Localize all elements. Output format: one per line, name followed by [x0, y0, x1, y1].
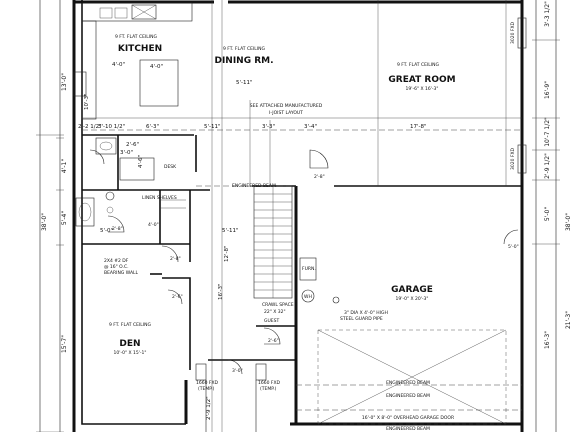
water-heater-label: WH — [304, 294, 312, 300]
joist-note-2: I-JOIST LAYOUT — [269, 110, 303, 116]
staircase — [253, 185, 293, 299]
right-dim-total: 38'-0" — [565, 213, 572, 231]
dim-k10: 5'-11" — [222, 228, 239, 234]
reference-lines — [82, 0, 522, 432]
right-dim-10ft: 10'-7 1/2" — [544, 117, 551, 147]
dim-k2: 3'-10 1/2" — [98, 124, 125, 130]
furnace-label: FURN. — [302, 266, 316, 272]
door-2ft8-b: 2'-8" — [112, 226, 123, 232]
great-room-ceiling-note: 9 FT. FLAT CEILING — [397, 62, 439, 68]
den-size: 10'-0" X 15'-1" — [114, 350, 147, 356]
bearing-note-1: 2X4 #2 DF — [104, 258, 129, 264]
door-3ft: 3'-0" — [232, 368, 243, 374]
den-label: DEN — [119, 339, 140, 349]
right-dimension-lines: 3'-3 1/2" 16'-9" 10'-7 1/2" 2'-9 1/2" 5'… — [532, 0, 572, 432]
dim-k4: 5'-11" — [204, 124, 221, 130]
engineered-beam-3: ENGINEERED BEAM — [386, 393, 430, 399]
guard-pipe-note-2: STEEL GUARD PIPE — [340, 316, 383, 322]
door-5ft: 5'-0" — [508, 244, 519, 250]
bearing-note-2: @ 16" O.C. — [104, 264, 129, 270]
dim-k1: 2'-2 1/2" — [78, 124, 102, 130]
left-dim-13ft: 13'-0" — [61, 73, 68, 91]
door-2ft6-a: 2'-6" — [172, 294, 183, 300]
dim-k6: 3'-3" — [262, 124, 275, 130]
dim-k17: 2'-9 1/2" — [206, 396, 212, 420]
dim-k5: 5'-11" — [236, 80, 253, 86]
left-dim-5ft: 5'-4" — [61, 211, 68, 225]
right-dim-16ft: 16'-9" — [544, 81, 551, 99]
great-room-label: GREAT ROOM — [388, 75, 455, 85]
garage-label: GARAGE — [391, 285, 433, 295]
door-2ft8-c: 2'-8" — [170, 256, 181, 262]
garage-size: 19'-0" X 20'-3" — [396, 296, 429, 302]
garage-equipment — [299, 257, 507, 425]
right-dim-2ft: 2'-9 1/2" — [544, 153, 551, 179]
fxd-window-upper: 3020 FXD — [510, 21, 516, 44]
dim-k3: 6'-3" — [146, 124, 159, 130]
right-dim-3ft: 3'-3 1/2" — [544, 1, 551, 27]
kitchen-dim-b: 4'-0" — [150, 64, 163, 70]
crawl-space-label: CRAWL SPACE — [262, 302, 294, 308]
dim-k14: 3'-0" — [120, 150, 133, 156]
bearing-note-3: BEARING WALL — [104, 270, 139, 276]
guest-label: GUEST — [264, 318, 279, 324]
dim-k9: 5'-0" — [100, 228, 113, 234]
right-dim-5ft: 5'-0" — [544, 207, 551, 221]
door-swings — [89, 149, 519, 375]
left-dim-total: 38'-0" — [41, 213, 48, 231]
kitchen-label: KITCHEN — [118, 44, 162, 54]
dining-ceiling-note: 9 FT. FLAT CEILING — [223, 46, 265, 52]
desk-label: DESK — [164, 164, 177, 170]
fxd-window-left-temp: (TEMP.) — [198, 386, 215, 392]
dim-k16: 4'-6" — [138, 155, 144, 168]
dim-k15: 2'-6" — [126, 142, 139, 148]
engineered-beam-1: ENGINEERED BEAM — [232, 183, 276, 189]
guard-pipe-note-1: 3" DIA X 4'-0" HIGH — [344, 310, 388, 316]
great-room-size: 19'-6" X 16'-3" — [406, 86, 439, 92]
left-dimension-lines: 13'-0" 4'-1" 5'-4" 15'-7" 38'-0" — [36, 0, 68, 432]
fxd-window-right-temp: (TEMP.) — [260, 386, 277, 392]
left-dim-15ft: 15'-7" — [61, 335, 68, 353]
engineered-beam-2: ENGINEERED BEAM — [386, 380, 430, 386]
bathroom-fixtures — [75, 137, 186, 227]
front-windows — [195, 363, 267, 432]
den-ceiling-note: 9 FT. FLAT CEILING — [109, 322, 151, 328]
kitchen-ceiling-note: 9 FT. FLAT CEILING — [115, 34, 157, 40]
engineered-beam-4: ENGINEERED BEAM — [386, 426, 430, 432]
crawl-space-size: 22" X 32" — [264, 309, 286, 315]
dim-k8: 17'-8" — [410, 124, 427, 130]
door-2ft6-b: 2'-6" — [268, 338, 279, 344]
left-dim-4ft: 4'-1" — [61, 159, 68, 173]
dining-label: DINING RM. — [214, 56, 273, 66]
kitchen-dim-a: 4'-0" — [112, 62, 125, 68]
fixed-windows-right: 3020 FXD 3020 FXD — [510, 17, 527, 174]
kitchen-cabinets — [73, 2, 193, 181]
joist-note-1: SEE ATTACHED MANUFACTURED — [250, 103, 323, 109]
fxd-window-right: 1660 FXD — [258, 380, 281, 386]
door-2ft8-a: 2'-8" — [314, 174, 325, 180]
dim-k13: 10'-3" — [84, 93, 90, 110]
exterior-walls — [72, 0, 524, 432]
fxd-window-lower: 3020 FXD — [510, 147, 516, 170]
interior-walls — [82, 134, 522, 424]
dim-k12: 16'-3" — [218, 283, 224, 300]
door-4ft: 4'-0" — [148, 222, 159, 228]
right-dim-16ft-b: 16'-3" — [544, 331, 551, 349]
dim-k7: 3'-4" — [304, 124, 317, 130]
linen-shelves-label: LINEN SHELVES — [142, 195, 177, 201]
fxd-window-left: 1660 FXD — [196, 380, 219, 386]
dim-k11: 12'-8" — [224, 245, 230, 262]
right-dim-21ft: 21'-3" — [565, 311, 572, 329]
garage-door-note: 16'-0" X 8'-0" OVERHEAD GARAGE DOOR — [362, 415, 454, 421]
